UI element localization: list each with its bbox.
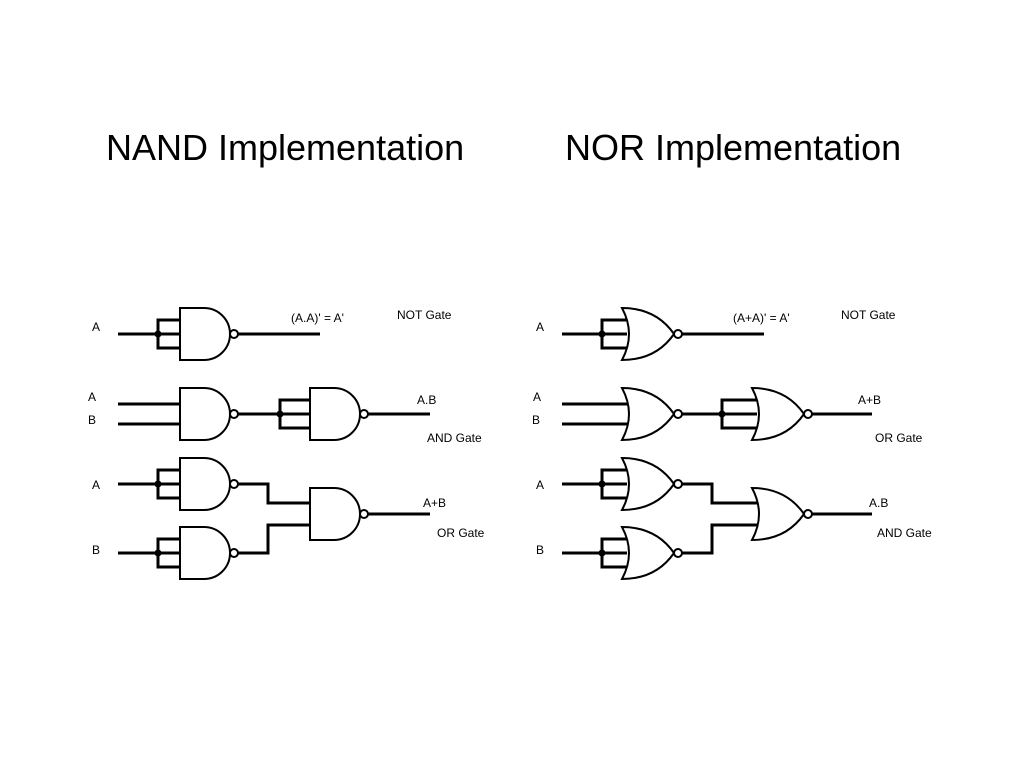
nor-gate [621, 457, 675, 511]
nor-and-circuit: A B A.B AND Gate [536, 457, 932, 580]
nor-and-output-label: A.B [869, 496, 888, 510]
nand-and-output-label: A.B [417, 393, 436, 407]
nor-or-circuit: A B A+B OR Gate [532, 387, 923, 445]
nand-gate [179, 387, 231, 441]
inversion-bubble [229, 409, 239, 419]
nand-gate [179, 457, 231, 511]
nand-implementation-circuits: A (A.A)' = A' NOT Gate A B A.B AND Gate [88, 307, 485, 580]
nor-and-gate-label: AND Gate [877, 526, 932, 540]
nand-or-circuit: A B A+B OR Gate [92, 457, 485, 580]
nor-and-input-b-label: B [536, 543, 544, 557]
nand-and-input-wires [118, 402, 180, 426]
inversion-bubble [673, 329, 683, 339]
nand-or-output-label: A+B [423, 496, 446, 510]
nand-and-gate-label: AND Gate [427, 431, 482, 445]
junction-dot [154, 480, 162, 488]
inversion-bubble [673, 479, 683, 489]
junction-dot [154, 549, 162, 557]
junction-dot [598, 330, 606, 338]
nor-not-input-label: A [536, 320, 544, 334]
inversion-bubble [673, 548, 683, 558]
nor-or-input-wires [562, 402, 630, 426]
nor-gate [751, 387, 805, 441]
nand-not-input-label: A [92, 320, 100, 334]
nand-gate [309, 487, 361, 541]
nor-gate [621, 526, 675, 580]
inversion-bubble [229, 329, 239, 339]
nor-and-input-a-label: A [536, 478, 544, 492]
nor-not-expression: (A+A)' = A' [733, 311, 790, 325]
inversion-bubble [803, 509, 813, 519]
junction-dot [276, 410, 284, 418]
nand-and-middle-wire [238, 398, 310, 430]
inversion-bubble [229, 479, 239, 489]
nand-implementation-title: NAND Implementation [106, 127, 465, 168]
nand-and-circuit: A B A.B AND Gate [88, 387, 482, 445]
inversion-bubble [673, 409, 683, 419]
inversion-bubble [359, 409, 369, 419]
junction-dot [718, 410, 726, 418]
nand-and-input-b-label: B [88, 413, 96, 427]
nor-not-input-wire [562, 318, 627, 350]
nand-not-circuit: A (A.A)' = A' NOT Gate [92, 307, 452, 361]
nand-or-middle-wires [238, 482, 310, 555]
inversion-bubble [229, 548, 239, 558]
junction-dot [598, 480, 606, 488]
nor-or-input-b-label: B [532, 413, 540, 427]
inversion-bubble [359, 509, 369, 519]
nand-or-input-a-label: A [92, 478, 100, 492]
nand-not-input-wire [118, 318, 180, 350]
nor-or-input-a-label: A [533, 390, 541, 404]
nor-or-output-label: A+B [858, 393, 881, 407]
nand-and-input-a-label: A [88, 390, 96, 404]
nor-not-circuit: A (A+A)' = A' NOT Gate [536, 307, 896, 361]
nand-or-input-b-wire [118, 537, 180, 569]
nor-or-gate-label: OR Gate [875, 431, 923, 445]
nor-implementation-title: NOR Implementation [565, 127, 902, 168]
nor-gate [621, 307, 675, 361]
nand-or-gate-label: OR Gate [437, 526, 485, 540]
junction-dot [154, 330, 162, 338]
nor-not-gate-label: NOT Gate [841, 308, 896, 322]
nor-and-middle-wires [682, 482, 757, 555]
inversion-bubble [803, 409, 813, 419]
nand-gate [309, 387, 361, 441]
nor-and-input-b-wire [562, 537, 627, 569]
nand-or-input-b-label: B [92, 543, 100, 557]
nand-gate [179, 526, 231, 580]
nor-implementation-circuits: A (A+A)' = A' NOT Gate A B A+B OR Gate [532, 307, 932, 580]
nor-gate [621, 387, 675, 441]
nand-not-gate-label: NOT Gate [397, 308, 452, 322]
nand-not-expression: (A.A)' = A' [291, 311, 344, 325]
nor-gate [751, 487, 805, 541]
nand-or-input-a-wire [118, 468, 180, 500]
nor-and-input-a-wire [562, 468, 627, 500]
nand-gate [179, 307, 231, 361]
junction-dot [598, 549, 606, 557]
